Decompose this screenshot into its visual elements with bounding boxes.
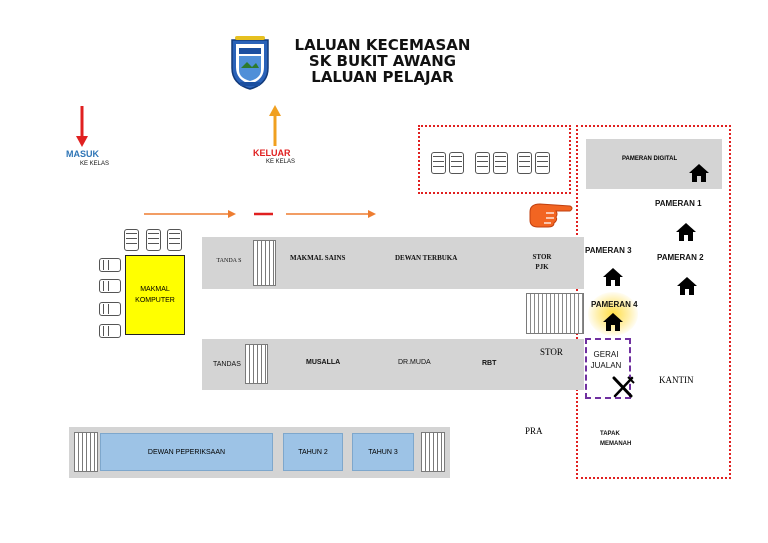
tahun-2-box: TAHUN 2 xyxy=(283,433,343,471)
car-icon xyxy=(167,229,182,251)
car-icon xyxy=(535,152,550,174)
pra-label: PRA xyxy=(525,426,543,436)
makmal-sains-label: MAKMAL SAINS xyxy=(290,254,346,262)
dewan-peperiksaan-label: DEWAN PEPERIKSAAN xyxy=(147,448,226,456)
dewan-peperiksaan-box: DEWAN PEPERIKSAAN xyxy=(100,433,273,471)
utensils-icon xyxy=(612,376,635,398)
house-icon xyxy=(603,268,623,286)
car-icon xyxy=(517,152,532,174)
tapak-memanah-label: TAPAK MEMANAH xyxy=(600,431,632,447)
pameran-4-label: PAMERAN 4 xyxy=(591,300,638,309)
kantin-label: KANTIN xyxy=(659,375,694,385)
tandas-bottom-label: TANDAS xyxy=(213,361,241,368)
gerai-jualan-label: GERAI JUALAN xyxy=(590,350,622,370)
pameran-1-label: PAMERAN 1 xyxy=(655,199,702,208)
page-title: LALUAN KECEMASAN SK BUKIT AWANG LALUAN P… xyxy=(255,37,510,85)
car-icon xyxy=(146,229,161,251)
keluar-sub-label: KE KELAS xyxy=(266,159,296,165)
route-arrows xyxy=(144,210,376,218)
car-icon xyxy=(493,152,508,174)
rbt-label: RBT xyxy=(482,360,497,367)
parking-cars-top xyxy=(431,152,561,176)
dr-muda-label: DR.MUDA xyxy=(398,359,431,366)
masuk-sub-label: KE KELAS xyxy=(80,161,110,167)
stairs-icon xyxy=(253,240,276,286)
keluar-arrow-icon xyxy=(269,105,281,146)
masuk-arrow-icon xyxy=(76,106,88,147)
car-icon xyxy=(475,152,490,174)
pameran-digital-box xyxy=(586,139,722,189)
makmal-komputer-box: MAKMAL KOMPUTER xyxy=(125,255,185,335)
stairs-icon xyxy=(421,432,445,472)
car-icon xyxy=(99,279,121,293)
masuk-label: MASUK xyxy=(66,149,99,159)
parking-area xyxy=(418,125,571,194)
car-icon xyxy=(124,229,139,251)
tandas-top-label: TANDA S xyxy=(216,258,242,264)
tahun-3-label: TAHUN 3 xyxy=(368,448,398,456)
pameran-3-label: PAMERAN 3 xyxy=(585,246,632,255)
pameran-2-label: PAMERAN 2 xyxy=(657,253,704,262)
stairs-icon xyxy=(74,432,98,472)
car-icon xyxy=(449,152,464,174)
title-line-1: LALUAN KECEMASAN xyxy=(294,36,471,54)
stor-label: STOR xyxy=(540,347,563,357)
stairs-icon xyxy=(526,293,584,334)
car-icon xyxy=(99,258,121,272)
school-crest-icon xyxy=(229,34,271,90)
car-icon xyxy=(99,324,121,338)
makmal-komputer-label: MAKMAL KOMPUTER xyxy=(135,286,175,304)
stor-pjk-label: STOR PJK xyxy=(532,253,552,271)
car-icon xyxy=(99,302,121,316)
stairs-icon xyxy=(245,344,268,384)
musalla-label: MUSALLA xyxy=(306,359,341,366)
house-icon xyxy=(677,277,697,295)
house-icon xyxy=(676,223,696,241)
tahun-2-label: TAHUN 2 xyxy=(298,448,328,456)
pointing-hand-icon xyxy=(529,203,573,228)
dewan-terbuka-label: DEWAN TERBUKA xyxy=(395,254,458,262)
pameran-digital-label: PAMERAN DIGITAL xyxy=(622,156,678,162)
gerai-jualan-box xyxy=(585,338,631,399)
car-icon xyxy=(431,152,446,174)
title-line-2: SK BUKIT AWANG xyxy=(308,52,457,70)
house-icon xyxy=(603,313,623,331)
keluar-label: KELUAR xyxy=(253,148,291,158)
house-icon xyxy=(689,164,709,182)
title-line-3: LALUAN PELAJAR xyxy=(311,68,454,86)
tahun-3-box: TAHUN 3 xyxy=(352,433,414,471)
